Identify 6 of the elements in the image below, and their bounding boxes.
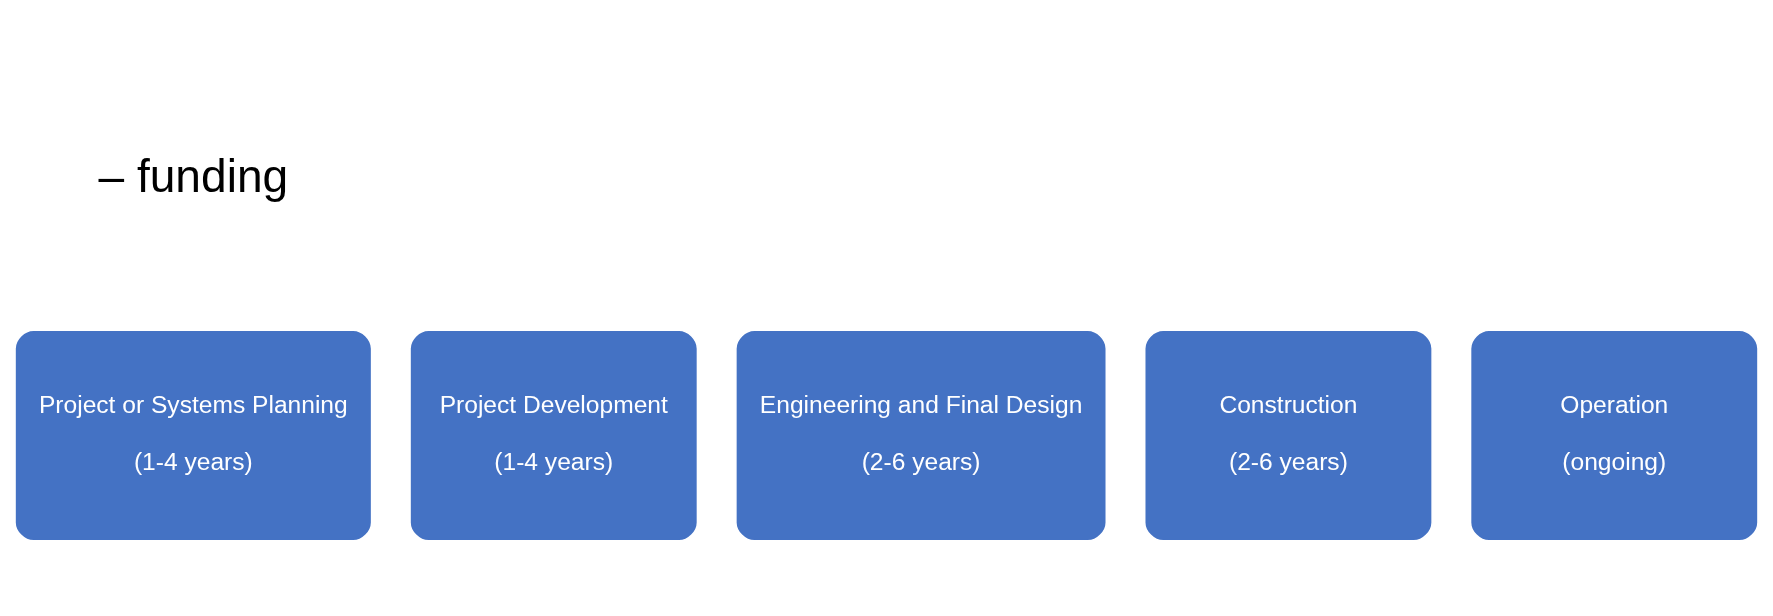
node-box: Operation (ongoing) bbox=[1469, 329, 1759, 542]
label: – funding bbox=[98, 149, 289, 202]
node-box: Engineering and Final Design (2-6 years) bbox=[735, 329, 1108, 542]
node-box: Construction (2-6 years) bbox=[1143, 329, 1433, 542]
node-box: Project Development (1-4 years) bbox=[409, 329, 699, 542]
node-box: Project or Systems Planning (1-4 years) bbox=[14, 329, 373, 542]
